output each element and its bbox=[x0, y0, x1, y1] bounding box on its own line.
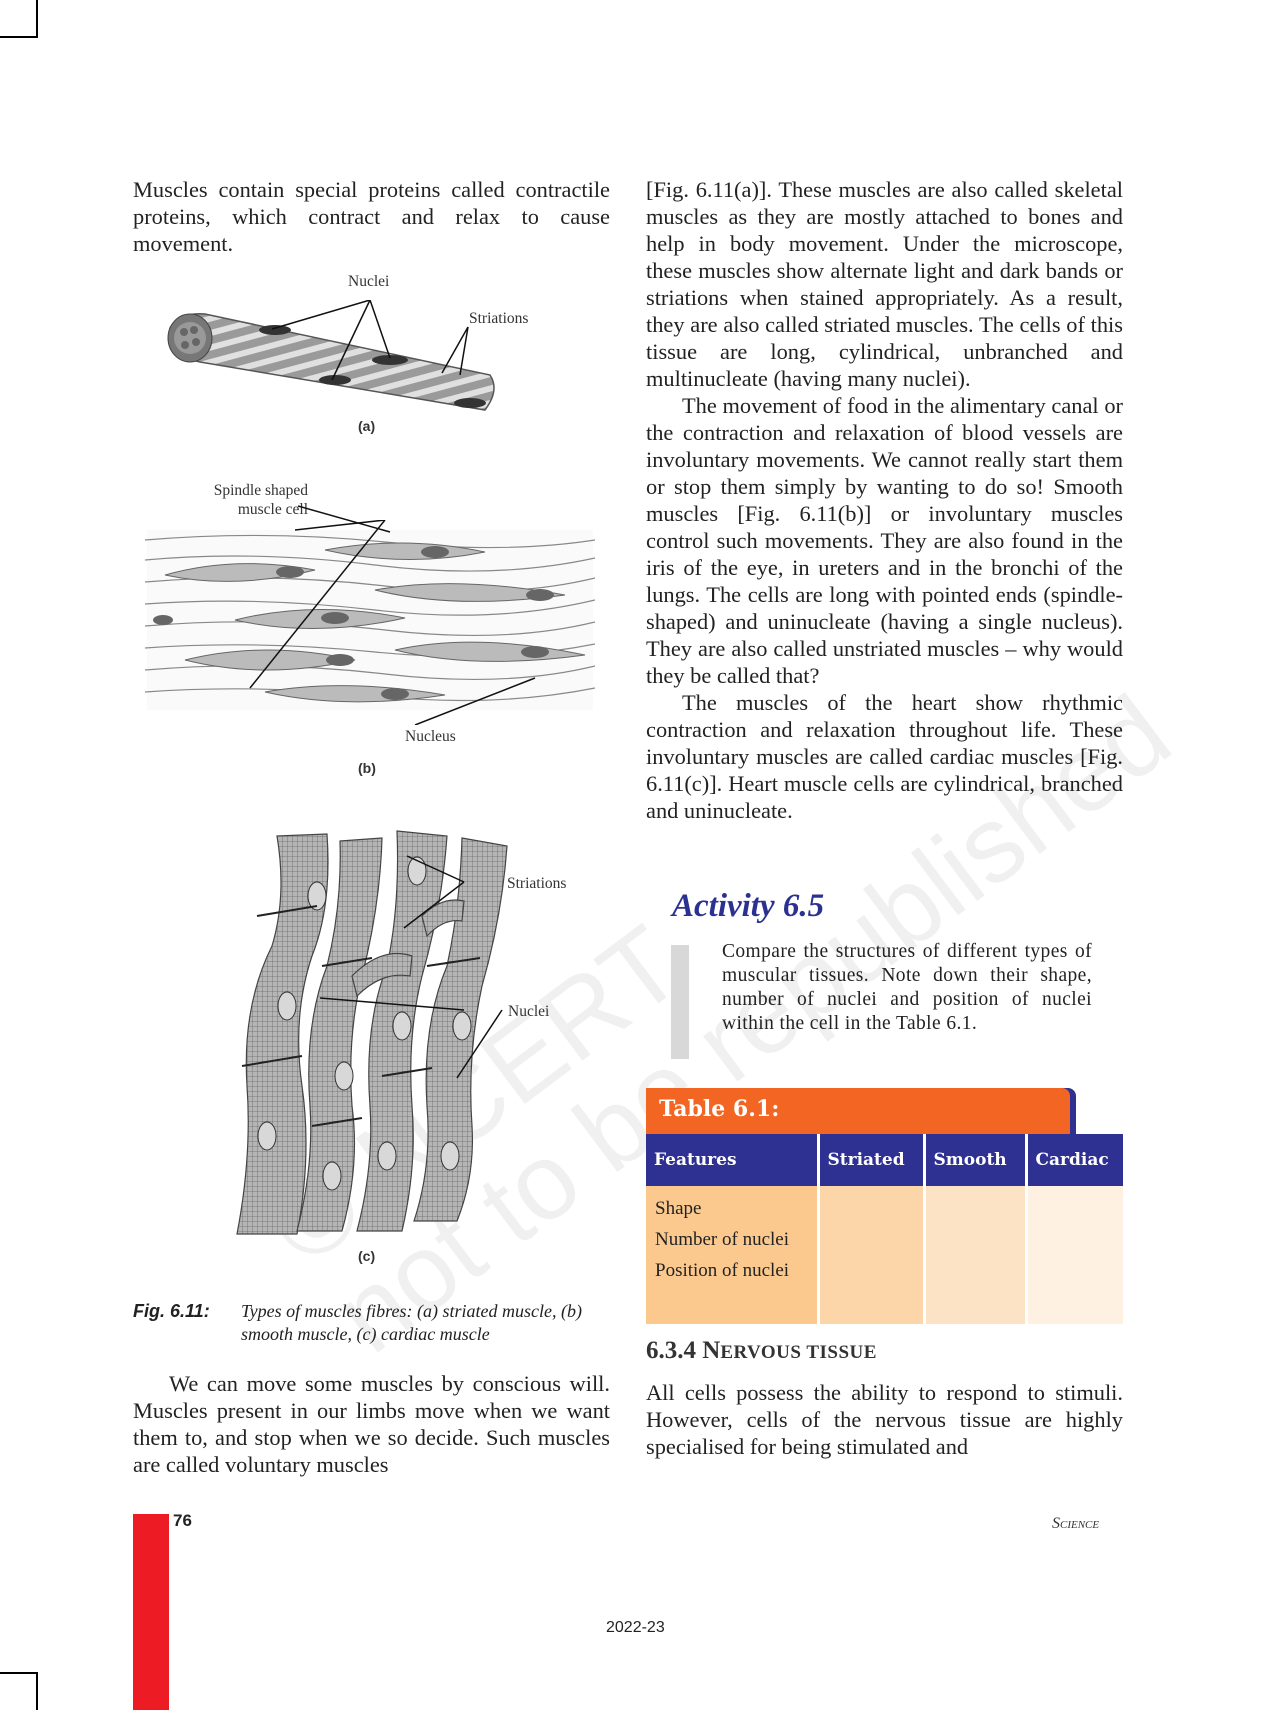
feature-label: Shape bbox=[655, 1198, 702, 1219]
striated-muscle-illustration bbox=[167, 300, 495, 411]
section-title-initial: N bbox=[702, 1337, 721, 1364]
caption-text: Types of muscles fibres: (a) striated mu… bbox=[241, 1301, 582, 1344]
paragraph: The movement of food in the alimentary c… bbox=[646, 393, 1123, 688]
feature-label: Position of nuclei bbox=[655, 1260, 790, 1281]
footer-red-bar bbox=[133, 1514, 169, 1710]
section-number: 6.3.4 bbox=[646, 1337, 696, 1364]
label-nucleus-b: Nucleus bbox=[405, 728, 456, 745]
figure-caption: Fig. 6.11: Types of muscles fibres: (a) s… bbox=[133, 1300, 613, 1346]
section-body: All cells possess the ability to respond… bbox=[646, 1379, 1123, 1460]
paragraph: Muscles contain special proteins called … bbox=[133, 177, 610, 256]
edition-year: 2022-23 bbox=[606, 1619, 665, 1636]
smooth-muscle-illustration bbox=[145, 520, 595, 725]
label-nuclei-a: Nuclei bbox=[348, 273, 390, 290]
table-header-cell: Striated bbox=[818, 1134, 926, 1186]
spindle-pointer bbox=[297, 505, 391, 533]
paragraph: We can move some muscles by conscious wi… bbox=[133, 1371, 610, 1477]
table-header-row: Features Striated Smooth Cardiac bbox=[646, 1134, 1123, 1186]
right-column: [Fig. 6.11(a)]. These muscles are also c… bbox=[646, 176, 1123, 824]
left-column-top: Muscles contain special proteins called … bbox=[133, 176, 610, 257]
crop-mark bbox=[36, 0, 38, 38]
label-striations-a: Striations bbox=[469, 310, 529, 327]
table-title: Table 6.1: bbox=[659, 1096, 780, 1122]
label-striations-c: Striations bbox=[507, 875, 567, 892]
label-spindle-cell: Spindle shaped muscle cell bbox=[213, 482, 308, 518]
table-header-cell: Cardiac bbox=[1026, 1134, 1123, 1186]
paragraph: The muscles of the heart show rhythmic c… bbox=[646, 690, 1123, 823]
table-cell bbox=[1026, 1186, 1123, 1324]
crop-mark bbox=[0, 36, 37, 38]
sublabel-c: (c) bbox=[358, 1248, 376, 1264]
left-column-bottom: We can move some muscles by conscious wi… bbox=[133, 1370, 610, 1478]
section-title-rest: ERVOUS TISSUE bbox=[720, 1342, 877, 1363]
feature-label: Number of nuclei bbox=[655, 1229, 790, 1250]
activity-text: Compare the structures of different type… bbox=[722, 941, 1092, 1034]
crop-mark bbox=[0, 1672, 37, 1674]
paragraph: [Fig. 6.11(a)]. These muscles are also c… bbox=[646, 177, 1123, 391]
table-row: Shape Number of nuclei Position of nucle… bbox=[646, 1186, 1123, 1324]
features-table: Features Striated Smooth Cardiac Shape N… bbox=[646, 1134, 1123, 1324]
sublabel-b: (b) bbox=[358, 760, 376, 776]
table-cell bbox=[818, 1186, 926, 1324]
activity-side-bar bbox=[671, 945, 689, 1059]
features-cell: Shape Number of nuclei Position of nucle… bbox=[646, 1186, 820, 1324]
paragraph: All cells possess the ability to respond… bbox=[646, 1380, 1123, 1459]
table-cell bbox=[924, 1186, 1028, 1324]
table-header-cell: Features bbox=[646, 1134, 820, 1186]
page-number: 76 bbox=[173, 1511, 192, 1530]
activity-title: Activity 6.5 bbox=[672, 888, 825, 924]
section-heading: 6.3.4 NERVOUS TISSUE bbox=[646, 1337, 877, 1365]
book-title: Science bbox=[1052, 1515, 1100, 1532]
label-nuclei-c: Nuclei bbox=[508, 1003, 550, 1020]
sublabel-a: (a) bbox=[358, 418, 376, 434]
table-title-tab: Table 6.1: bbox=[646, 1088, 1070, 1134]
cardiac-muscle-illustration bbox=[236, 830, 508, 1235]
table-header-cell: Smooth bbox=[924, 1134, 1028, 1186]
crop-mark bbox=[36, 1672, 38, 1710]
caption-number: Fig. 6.11: bbox=[133, 1301, 210, 1321]
